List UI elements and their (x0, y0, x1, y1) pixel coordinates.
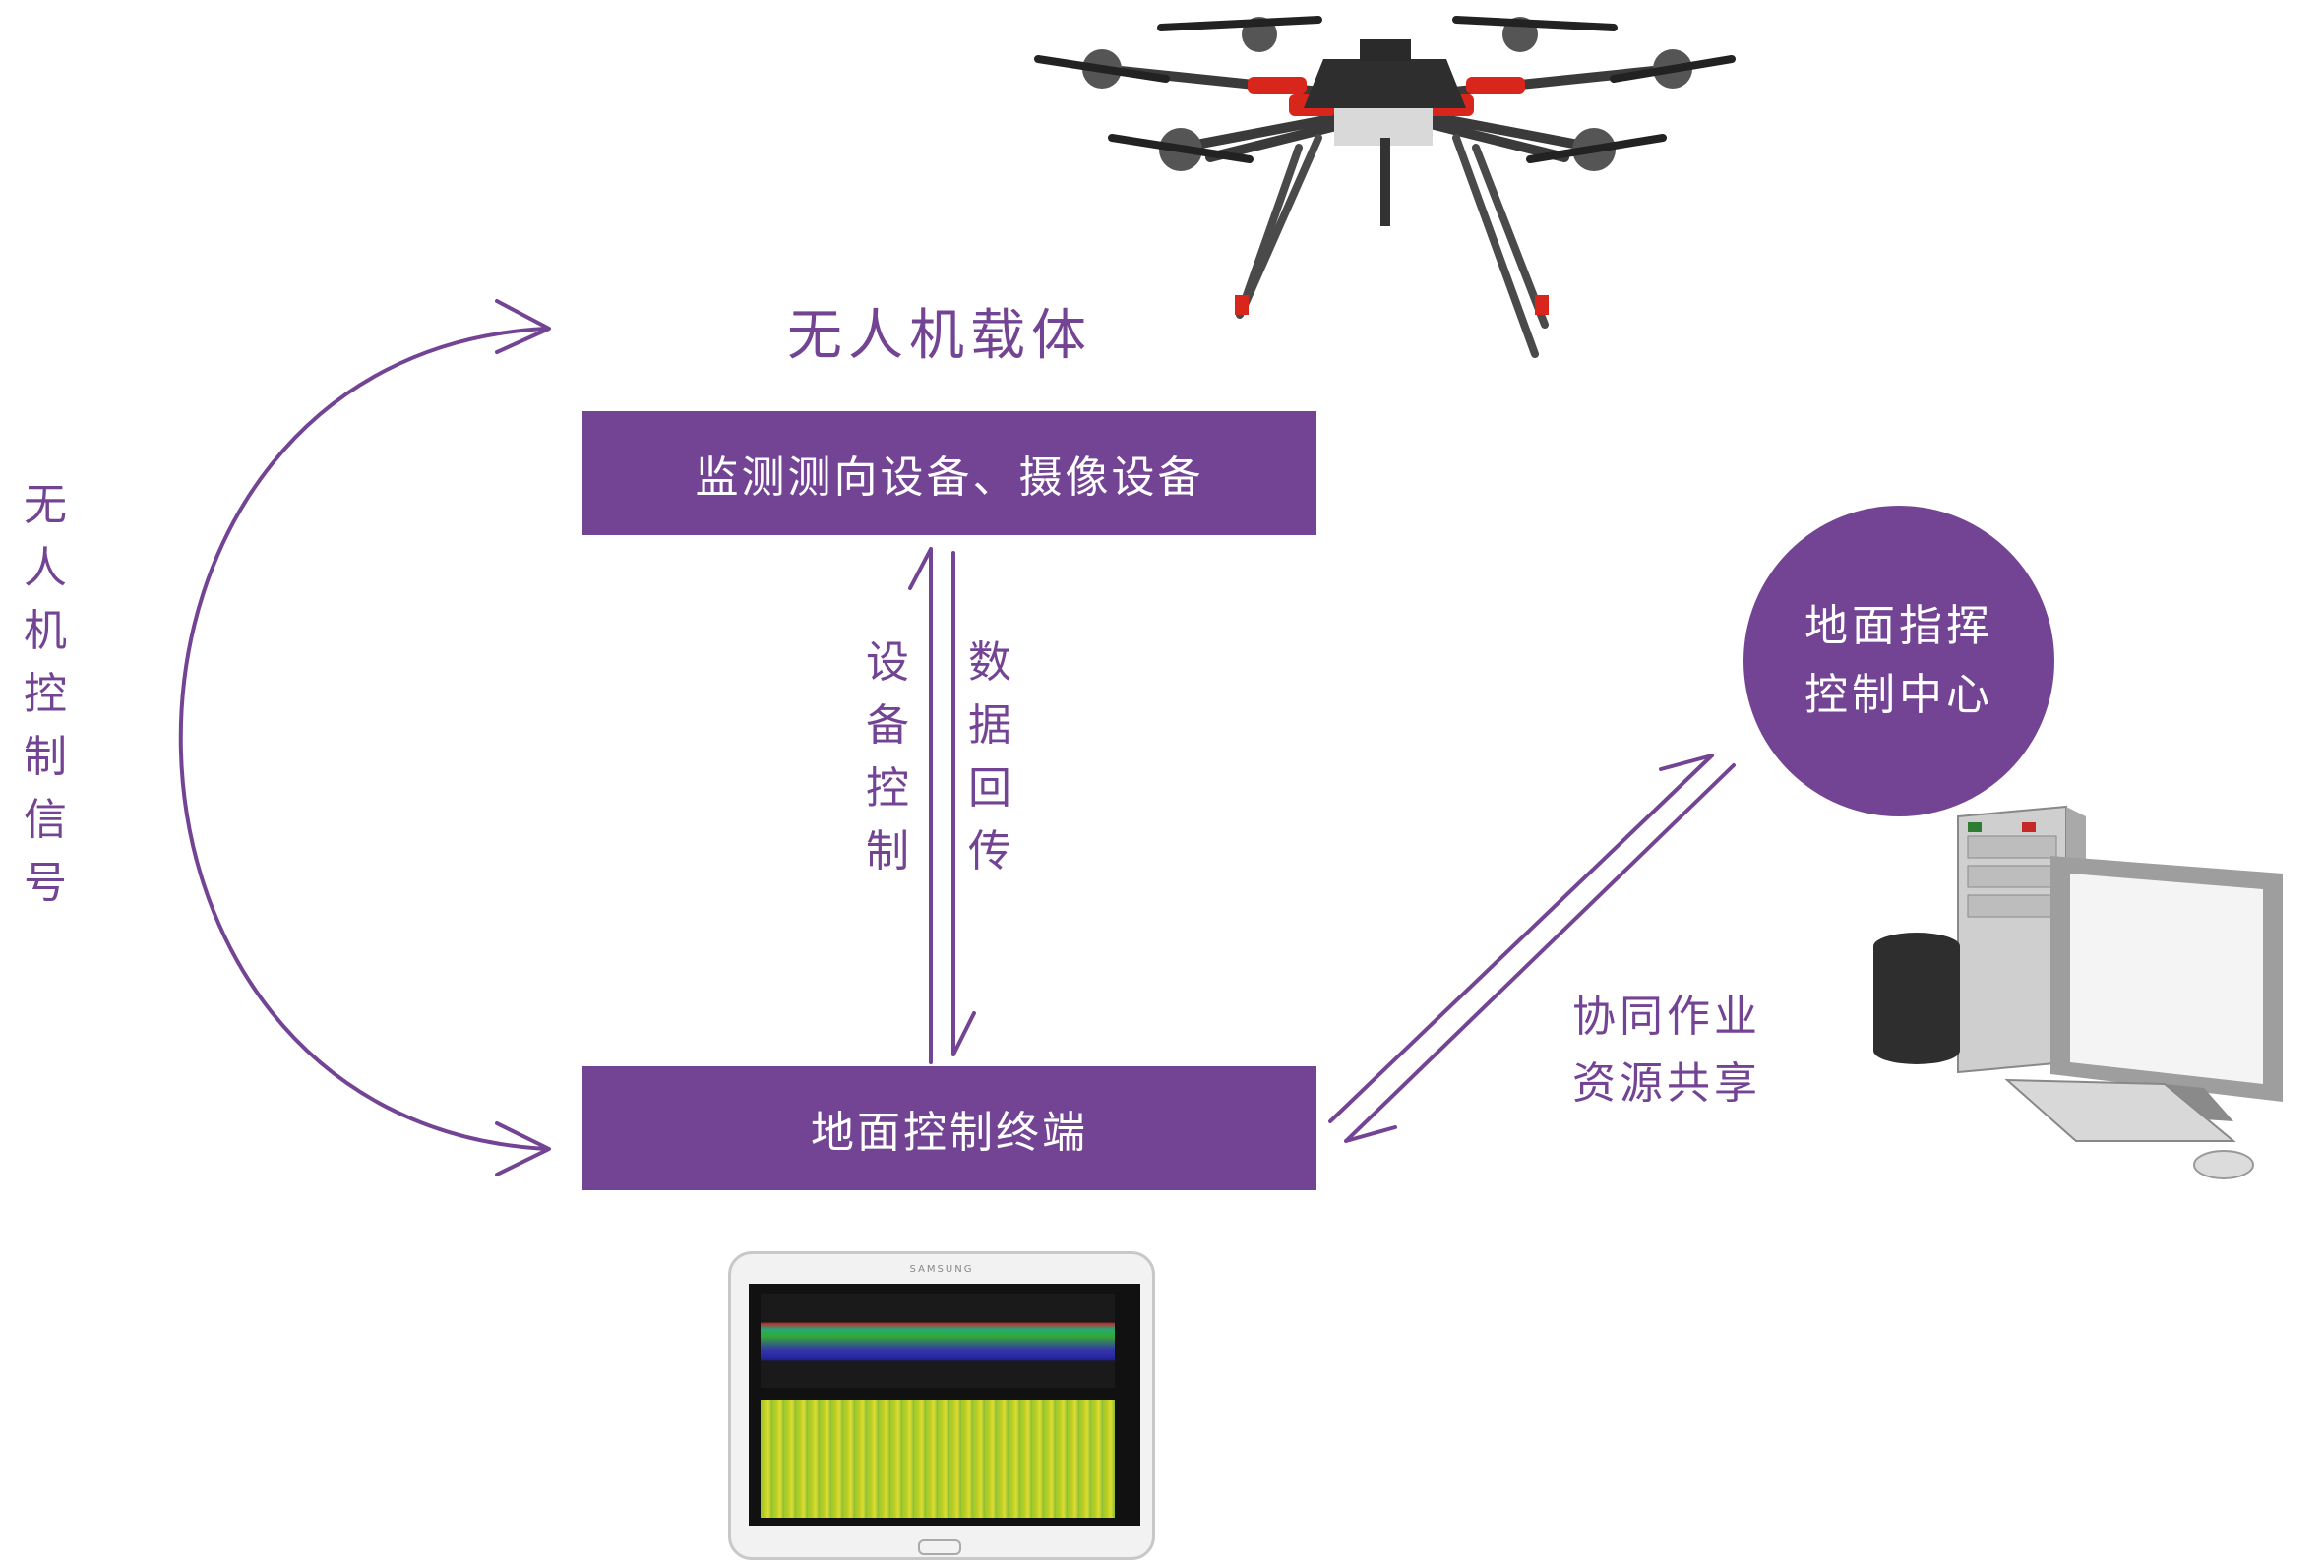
control-arrow-up (908, 547, 933, 1064)
circle-line-2: 控制中心 (1804, 670, 1993, 720)
spectrum-screen (749, 1284, 1140, 1526)
spectrum-plot (761, 1294, 1115, 1388)
label-char: 数 (968, 637, 1011, 688)
command-center-circle: 地面指挥 控制中心 (1743, 506, 2054, 816)
label-char: 机 (24, 606, 67, 656)
curve-arrowhead-bottom (495, 1121, 551, 1176)
label-char: 控 (866, 763, 909, 814)
collab-line-2: 资源共享 (1572, 1058, 1761, 1109)
label-char: 传 (968, 826, 1011, 876)
label-char: 回 (968, 763, 1011, 814)
label-char: 制 (866, 826, 909, 876)
label-char: 备 (866, 700, 909, 751)
uav-control-curve (178, 327, 548, 1151)
label-char: 据 (968, 700, 1011, 751)
data-return-label: 数 据 回 传 (960, 632, 1019, 883)
tablet-brand: SAMSUNG (909, 1264, 974, 1275)
label-char: 信 (24, 795, 67, 845)
ground-control-terminal-box: 地面控制终端 (582, 1066, 1316, 1190)
label-char: 设 (866, 637, 909, 688)
curve-arrowhead-top (495, 299, 551, 354)
share-arrow-down (1344, 763, 1736, 1143)
label-char: 号 (24, 858, 67, 908)
label-char: 控 (24, 669, 67, 719)
home-button (918, 1539, 961, 1555)
uav-control-signal-label: 无 人 机 控 制 信 号 (16, 474, 75, 915)
collab-line-1: 协同作业 (1572, 992, 1761, 1042)
waterfall-plot (761, 1400, 1115, 1518)
share-arrow-up (1328, 754, 1714, 1123)
circle-line-1: 地面指挥 (1804, 601, 1993, 651)
label-char: 制 (24, 732, 67, 782)
label-char: 无 (24, 480, 67, 530)
data-arrow-down (951, 551, 976, 1056)
monitoring-equipment-box: 监测测向设备、摄像设备 (582, 411, 1316, 535)
label-char: 人 (24, 543, 67, 593)
device-control-label: 设 备 控 制 (858, 632, 917, 883)
tablet-device: SAMSUNG (728, 1251, 1155, 1560)
uav-carrier-title: 无人机载体 (787, 304, 1092, 368)
collaboration-label: 协同作业 资源共享 (1572, 984, 1761, 1117)
